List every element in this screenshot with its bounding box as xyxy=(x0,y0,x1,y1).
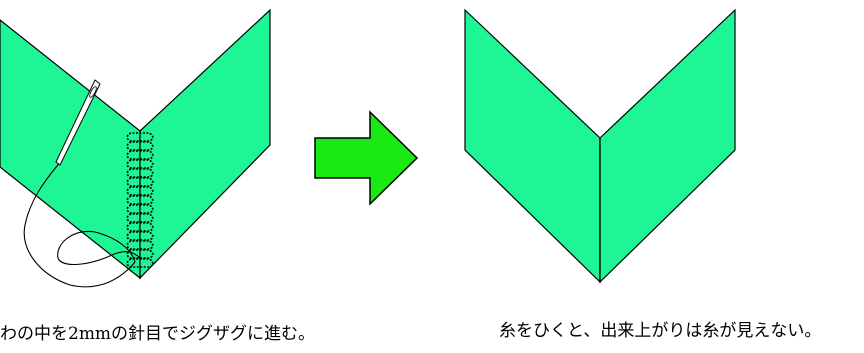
stitch-loop xyxy=(126,186,154,196)
stitch-loop xyxy=(126,168,154,178)
stitch-loop xyxy=(126,159,154,169)
left-caption: わの中を2mmの針目でジグザグに進む。 xyxy=(0,324,316,344)
right-arrow-icon xyxy=(314,110,419,206)
stitch-loop xyxy=(126,231,154,241)
stitch-loop xyxy=(126,195,154,205)
zigzag-stitches xyxy=(126,132,154,268)
left-fabric-illustration xyxy=(0,8,271,288)
stitch-loop xyxy=(126,222,154,232)
right-caption: 糸をひくと、出来上がりは糸が見えない。 xyxy=(499,321,822,341)
stitch-loop xyxy=(126,132,154,142)
right-fabric-illustration xyxy=(464,8,736,284)
stitch-loop xyxy=(126,150,154,160)
right-fabric-right-panel xyxy=(599,8,736,284)
stitch-loop xyxy=(126,204,154,214)
stitch-loop xyxy=(126,141,154,151)
left-fabric-left-panel xyxy=(0,19,141,280)
stitch-loop xyxy=(126,177,154,187)
stitch-loop xyxy=(126,240,154,250)
needle-icon xyxy=(55,79,101,166)
left-fabric-right-panel xyxy=(139,8,271,280)
stitch-loop xyxy=(126,258,154,268)
stitch-loop xyxy=(126,213,154,223)
thread xyxy=(23,159,141,288)
right-fabric-left-panel xyxy=(464,8,601,284)
stitch-loop xyxy=(126,249,154,259)
